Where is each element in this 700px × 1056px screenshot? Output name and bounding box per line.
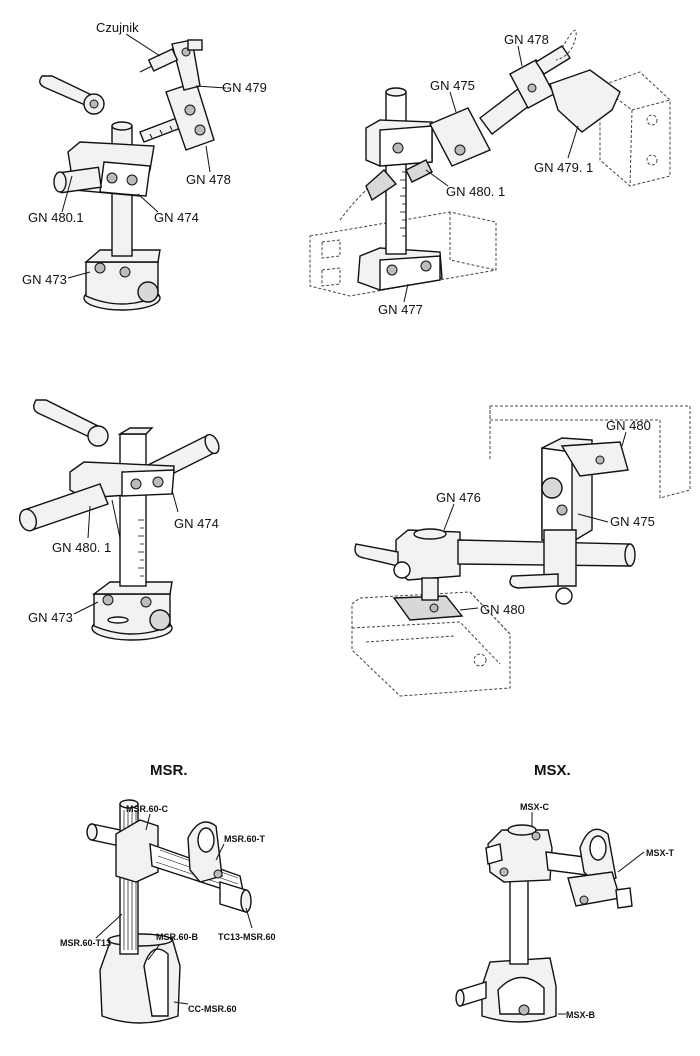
label-gn477: GN 477: [378, 302, 423, 317]
label-gn480-top: GN 480: [606, 418, 651, 433]
label-gn480-bottom: GN 480: [480, 602, 525, 617]
label-sensor: Czujnik: [96, 20, 139, 35]
label-msr60-c: MSR.60-C: [126, 804, 169, 814]
msr-title: MSR.: [150, 762, 188, 779]
msr-illustration: MSR.60-C MSR.60-T MSR.60-T13 MSR.60-B TC…: [60, 799, 276, 1024]
stand-1-illustration: Czujnik GN 479 GN 478 GN 480.1 GN 474 GN…: [22, 20, 267, 311]
label-gn479-1: GN 479. 1: [534, 160, 593, 175]
label-tc13-msr60: TC13-MSR.60: [218, 932, 276, 942]
label-gn478: GN 478: [504, 32, 549, 47]
label-gn474: GN 474: [154, 210, 199, 225]
label-msx-b: MSX-B: [566, 1010, 596, 1020]
stand-4-illustration: GN 480 GN 476 GN 475 GN 480: [351, 405, 691, 697]
label-gn476: GN 476: [436, 490, 481, 505]
msx-illustration: MSX-C MSX-T MSX-B: [455, 802, 675, 1023]
label-msr60-t13: MSR.60-T13: [60, 938, 111, 948]
label-gn475: GN 475: [610, 514, 655, 529]
diagram-gn476-articulated-arm: GN 480 GN 476 GN 475 GN 480: [330, 380, 700, 700]
stand-2-illustration: GN 478 GN 475 GN 480. 1 GN 479. 1 GN 477: [309, 29, 671, 317]
msx-title: MSX.: [534, 762, 571, 779]
label-gn479: GN 479: [222, 80, 267, 95]
label-gn473: GN 473: [22, 272, 67, 287]
stand-3-illustration: GN 480. 1 GN 474 GN 473: [18, 399, 220, 641]
label-msr60-t: MSR.60-T: [224, 834, 266, 844]
label-gn473: GN 473: [28, 610, 73, 625]
diagram-gn477-profile-stand: GN 478 GN 475 GN 480. 1 GN 479. 1 GN 477: [300, 0, 700, 330]
label-msr60-b: MSR.60-B: [156, 932, 199, 942]
diagram-msr-stand: MSR.60-C MSR.60-T MSR.60-T13 MSR.60-B TC…: [40, 790, 340, 1050]
label-msx-t: MSX-T: [646, 848, 675, 858]
diagram-msx-stand: MSX-C MSX-T MSX-B: [420, 790, 700, 1050]
label-gn475: GN 475: [430, 78, 475, 93]
label-gn480-1: GN 480.1: [28, 210, 84, 225]
label-msx-c: MSX-C: [520, 802, 550, 812]
label-gn478: GN 478: [186, 172, 231, 187]
label-gn480-1: GN 480. 1: [446, 184, 505, 199]
label-gn474: GN 474: [174, 516, 219, 531]
diagram-gn473-stand-with-sensor: Czujnik GN 479 GN 478 GN 480.1 GN 474 GN…: [0, 0, 330, 330]
label-cc-msr60: CC-MSR.60: [188, 1004, 237, 1014]
label-gn480-1: GN 480. 1: [52, 540, 111, 555]
diagram-gn473-square-column: GN 480. 1 GN 474 GN 473: [0, 380, 330, 660]
